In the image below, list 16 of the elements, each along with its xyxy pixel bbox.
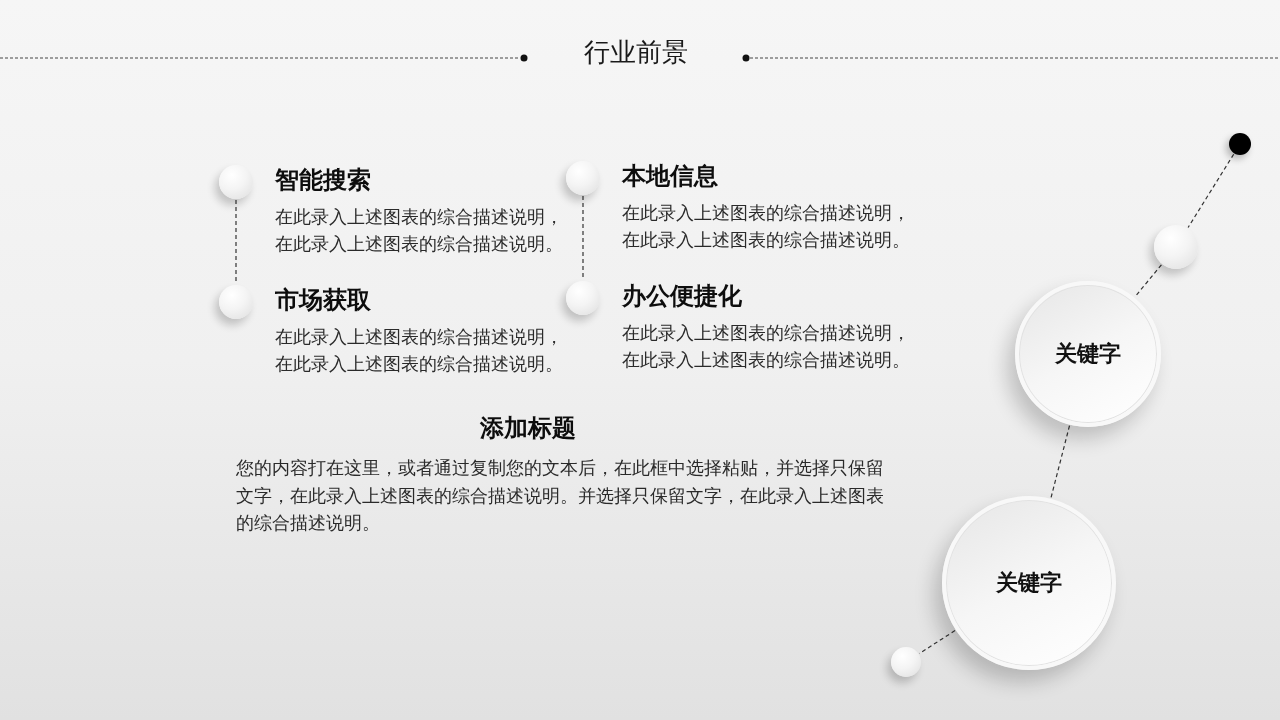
connector-line [1134,264,1162,298]
item-heading: 市场获取 [275,286,371,314]
item-heading: 本地信息 [622,162,718,190]
item-description: 在此录入上述图表的综合描述说明，在此录入上述图表的综合描述说明。 [622,201,911,252]
paragraph-text: 您的内容打在这里，或者通过复制您的文本后，在此框中选择粘贴，并选择只保留文字，在此录入上述图表的综合描述说明。并选择只保留文字，在此录入上述图表的综合描述说明。 [236,456,885,535]
item-description: 在此录入上述图表的综合描述说明，在此录入上述图表的综合描述说明。 [275,205,564,256]
slide-title: 行业前景 [584,36,688,69]
item-description: 在此录入上述图表的综合描述说明，在此录入上述图表的综合描述说明。 [622,321,911,372]
keyword-text: 关键字 [996,569,1062,597]
keyword-text: 关键字 [1055,340,1121,368]
connector-line [1187,153,1235,229]
item-heading: 智能搜索 [275,166,371,194]
section-heading: 添加标题 [480,413,576,443]
item-heading: 办公便捷化 [622,282,742,310]
item-description: 在此录入上述图表的综合描述说明，在此录入上述图表的综合描述说明。 [275,325,564,376]
connector-line [1050,425,1071,499]
